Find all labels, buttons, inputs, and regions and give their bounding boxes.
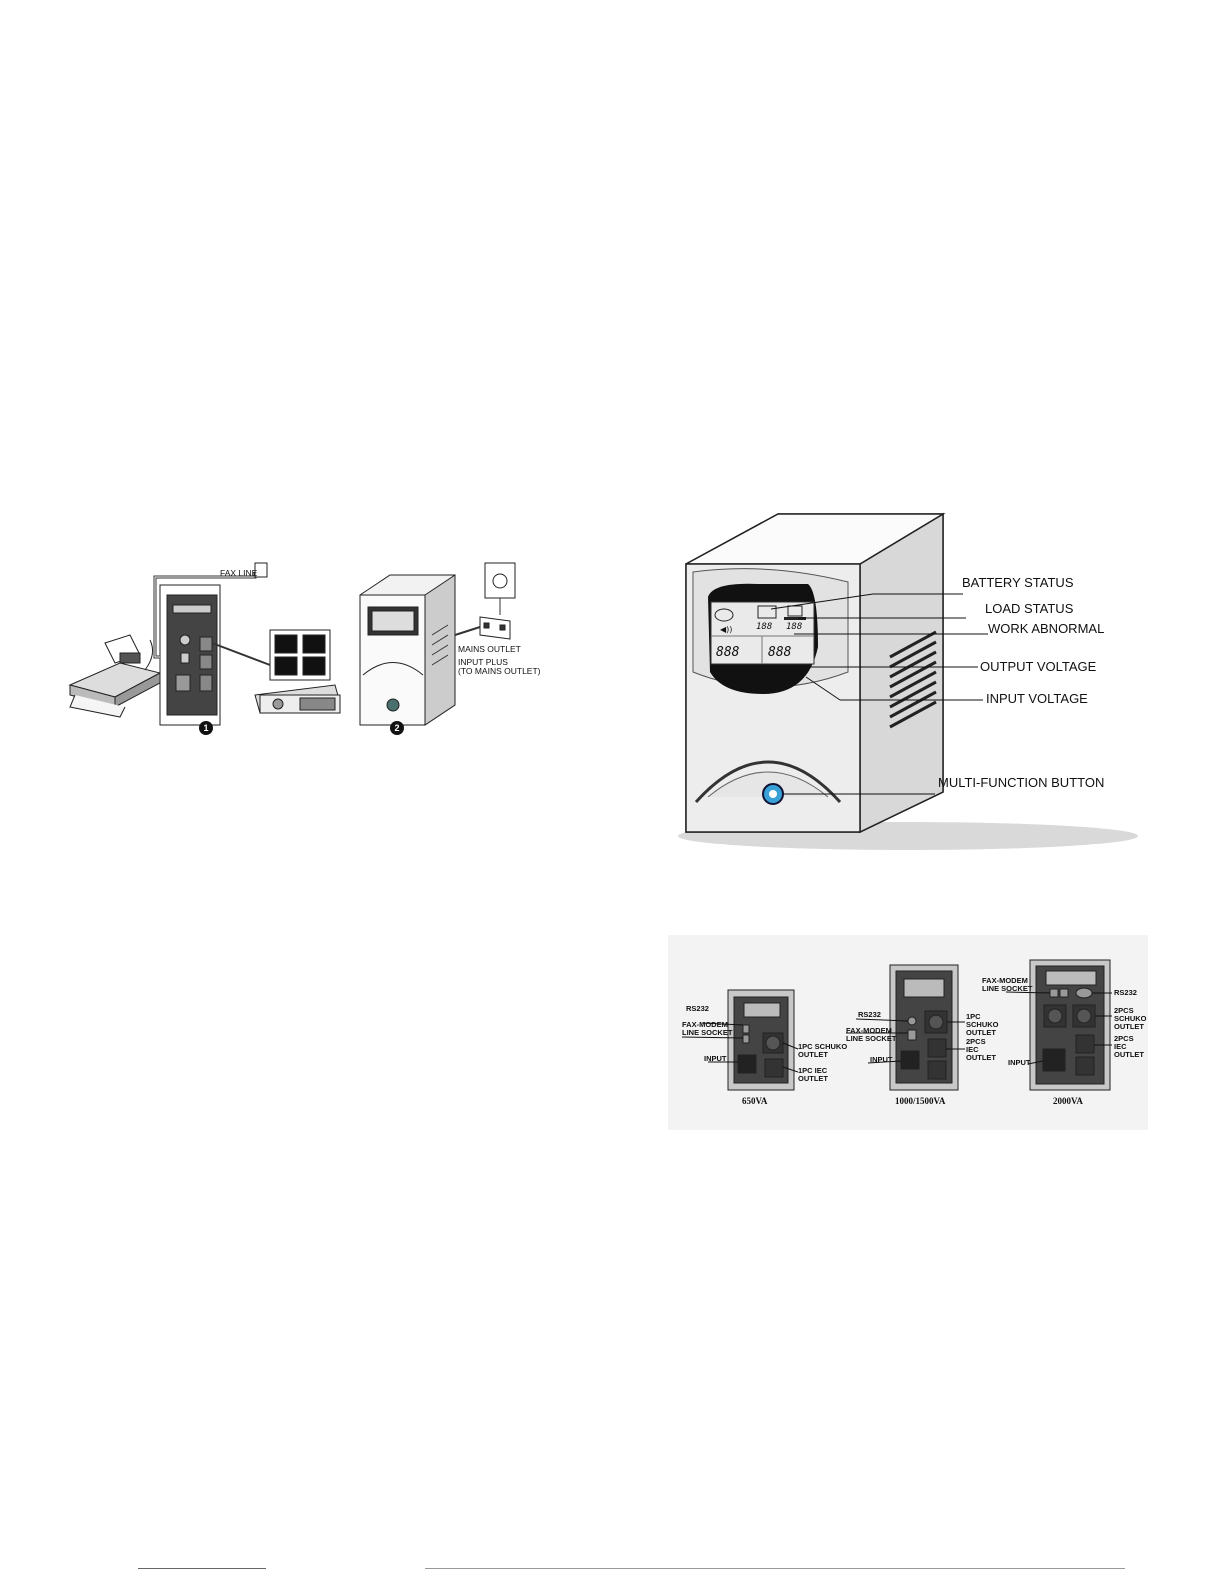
rear-2000va-icon — [1029, 959, 1111, 1091]
lcd-input-voltage: 888 — [768, 645, 792, 660]
1000va-rs232-label: RS232 — [858, 1010, 881, 1019]
rear-650va-icon — [727, 989, 795, 1091]
650va-model-label: 650VA — [742, 1096, 768, 1106]
rear-1000va-icon — [889, 964, 959, 1091]
rear-panels-illustration — [681, 959, 1112, 1091]
load-status-label: LOAD STATUS — [985, 601, 1074, 616]
output-voltage-label: OUTPUT VOLTAGE — [980, 659, 1097, 674]
1000va-iec-label: 2PCS IEC OUTLET — [966, 1037, 996, 1062]
computer-icon — [254, 629, 341, 714]
connection-diagram: FAX LINE MAINS OUTLET INPUT PLUS (TO MAI… — [60, 555, 545, 740]
650va-iec-label: 1PC IEC OUTLET — [798, 1066, 828, 1083]
work-abnormal-label: WORK ABNORMAL — [988, 621, 1105, 636]
multi-function-button-label: MULTI-FUNCTION BUTTON — [938, 775, 1105, 790]
rear-panels-diagram: RS232 FAX-MODEM LINE SOCKET INPUT 1PC SC… — [668, 935, 1148, 1130]
650va-schuko-label: 1PC SCHUKO OUTLET — [798, 1042, 848, 1059]
650va-rs232-label: RS232 — [686, 1004, 709, 1013]
input-plus-label: INPUT PLUS — [458, 657, 508, 667]
mains-outlet-icon — [484, 562, 516, 599]
step-2-marker: 2 — [390, 721, 404, 735]
fax-machine-icon — [68, 634, 162, 718]
lcd-battery-pct: 188 — [786, 622, 803, 632]
front-panel-diagram: ◀)) 188 188 888 — [668, 472, 1148, 855]
mains-outlet-label: MAINS OUTLET — [458, 644, 521, 654]
650va-input-label: INPUT — [704, 1054, 727, 1063]
fax-line-label: FAX LINE — [220, 568, 258, 578]
input-plug-icon — [479, 616, 511, 640]
2000va-rs232-label: RS232 — [1114, 988, 1137, 997]
input-plus-note: (TO MAINS OUTLET) — [458, 666, 541, 676]
2000va-fax-modem-label: FAX-MODEM LINE SOCKET — [982, 976, 1033, 993]
2000va-schuko-label: 2PCS SCHUKO OUTLET — [1114, 1006, 1147, 1031]
connection-illustration — [68, 562, 516, 726]
lcd-load-pct: 188 — [756, 622, 773, 632]
1000va-fax-modem-label: FAX-MODEM LINE SOCKET — [846, 1026, 897, 1043]
1000va-schuko-label: 1PC SCHUKO OUTLET — [966, 1012, 999, 1037]
svg-text:◀)): ◀)) — [720, 625, 732, 634]
wall-socket-icon — [254, 562, 268, 578]
1000va-model-label: 1000/1500VA — [895, 1096, 946, 1106]
ups-front-illustration: ◀)) — [678, 512, 1138, 850]
step-1-marker: 1 — [199, 721, 213, 735]
2000va-input-label: INPUT — [1008, 1058, 1031, 1067]
2000va-model-label: 2000VA — [1053, 1096, 1083, 1106]
battery-status-label: BATTERY STATUS — [962, 575, 1074, 590]
1000va-input-label: INPUT — [870, 1055, 893, 1064]
2000va-iec-label: 2PCS IEC OUTLET — [1114, 1034, 1144, 1059]
lcd-output-voltage: 888 — [716, 645, 740, 660]
input-voltage-label: INPUT VOLTAGE — [986, 691, 1088, 706]
ups-rear-icon — [159, 584, 221, 726]
650va-fax-modem-label: FAX-MODEM LINE SOCKET — [682, 1020, 733, 1037]
footer-rule-right — [425, 1568, 1125, 1569]
footer-rule-left — [138, 1568, 266, 1569]
ups-front-icon — [359, 574, 456, 726]
